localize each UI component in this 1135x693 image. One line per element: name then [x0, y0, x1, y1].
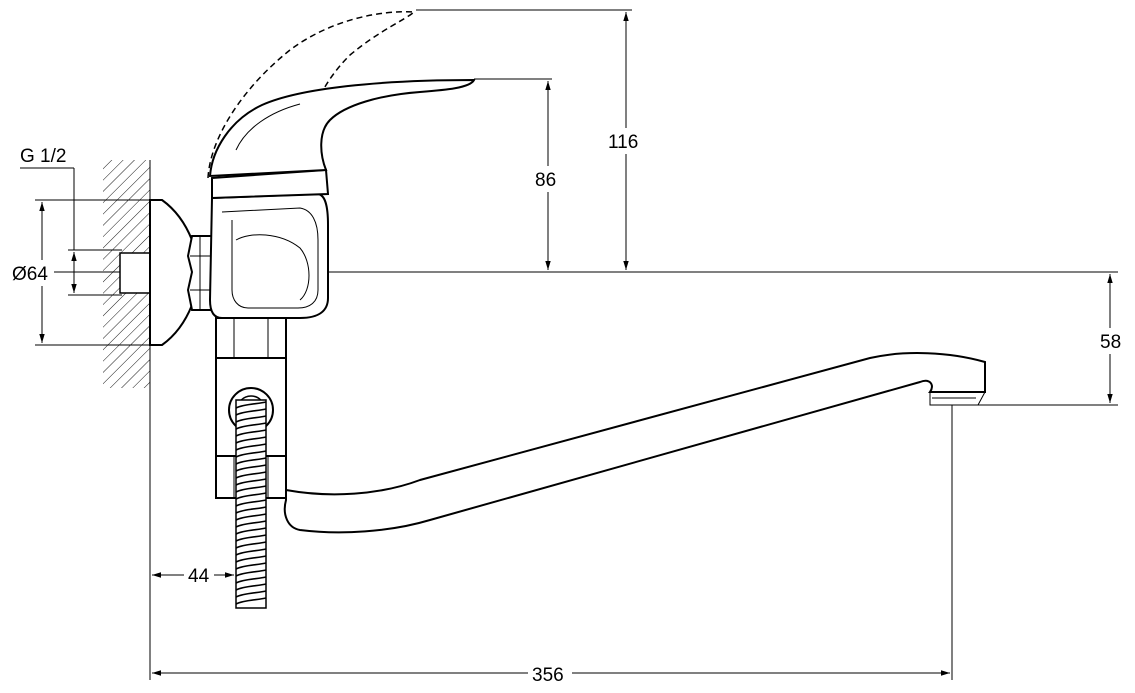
hose-ring [235, 436, 267, 444]
hose-ring [235, 478, 267, 486]
hose-ring [235, 597, 267, 605]
wall-fitting [119, 252, 151, 294]
dim-label-116: 116 [608, 132, 638, 153]
label-bg-d64 [10, 260, 54, 286]
hose-ring [235, 443, 267, 451]
label-bg-86 [532, 166, 566, 192]
dim-label-44: 44 [188, 566, 210, 587]
hose-ring [235, 548, 267, 556]
dim-label-86: 86 [535, 170, 556, 191]
handle [208, 78, 476, 178]
hose-ring [235, 450, 267, 458]
hose-ring [235, 506, 267, 514]
dim-label-58: 58 [1100, 332, 1121, 353]
hose-ring [235, 415, 267, 423]
hose-ring [235, 492, 267, 500]
hose-ring [235, 499, 267, 507]
hose-ring [235, 485, 267, 493]
hose-ring [235, 464, 267, 472]
extension-lines [20, 9, 1118, 680]
hose-ring [235, 534, 267, 542]
hose-ring [235, 408, 267, 416]
dim-label-356: 356 [532, 665, 564, 686]
hose-ring [235, 590, 267, 598]
hose-ring [235, 471, 267, 479]
hose-ring [235, 583, 267, 591]
hose-ring [235, 422, 267, 430]
hose-ring [235, 555, 267, 563]
label-bg-58 [1096, 328, 1130, 354]
hose-ring [235, 401, 267, 409]
mixer-body [208, 192, 329, 319]
spout [283, 352, 986, 534]
hose-ring [235, 457, 267, 465]
hose-ring [235, 576, 267, 584]
hose-ring [235, 520, 267, 528]
flange [149, 199, 193, 346]
thread-label: G 1/2 [20, 146, 66, 167]
hose-ring [235, 513, 267, 521]
hose-ring [235, 569, 267, 577]
label-bg-356 [528, 662, 572, 686]
hose-ring [235, 541, 267, 549]
hose-ring [235, 527, 267, 535]
dim-label-d64: Ø64 [12, 264, 48, 285]
hose-ring [235, 429, 267, 437]
hose-ring [235, 562, 267, 570]
label-bg-116 [606, 128, 646, 154]
shower-hose [235, 399, 267, 609]
